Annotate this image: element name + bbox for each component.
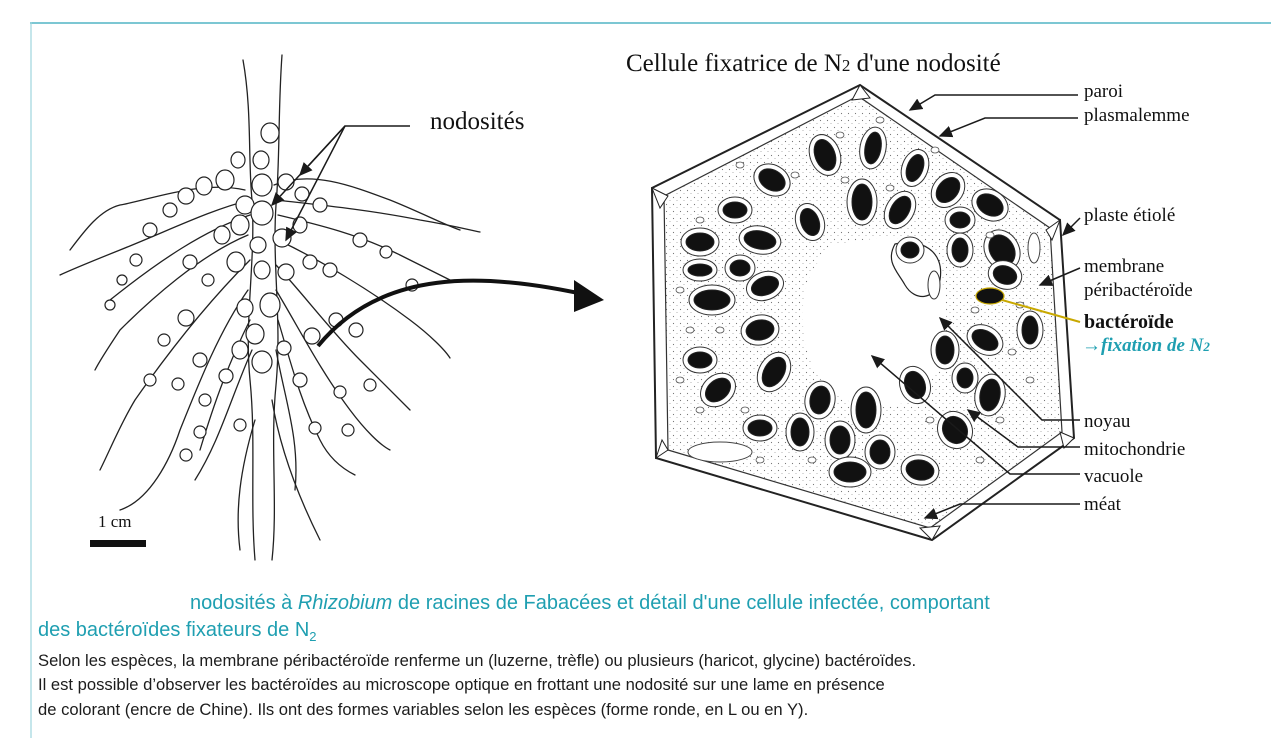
- label-scale: 1 cm: [98, 512, 132, 532]
- cell-title-part2: d'une nodosité: [850, 50, 1000, 77]
- mitochondrion-shape: [676, 377, 684, 383]
- mitochondrion-shape: [736, 162, 744, 168]
- bacteroid-shape: [896, 237, 924, 263]
- body-line-2: Il est possible d’observer les bactéroïd…: [38, 673, 1260, 697]
- mitochondrion-shape: [756, 457, 764, 463]
- label-mitochondrie: mitochondrie: [1084, 436, 1185, 464]
- mitochondrion-shape: [791, 172, 799, 178]
- bacteroid-shape: [683, 347, 717, 373]
- mitochondrion-shape: [931, 147, 939, 153]
- mitochondrion-shape: [696, 217, 704, 223]
- mitochondrion-shape: [836, 132, 844, 138]
- cell-title-part1: Cellule fixatrice de N: [626, 50, 842, 77]
- bacteroid-shape: [865, 435, 895, 469]
- bacteroid-shape: [851, 387, 881, 433]
- label-membrane-group: membrane péribactéroïde: [1084, 255, 1193, 303]
- label-bacteroide: bactéroïde: [1084, 311, 1174, 334]
- big-arrow-head: [574, 280, 604, 312]
- label-plasmalemme: plasmalemme: [1084, 104, 1190, 128]
- bacteroid-shape: [786, 413, 814, 451]
- fixation-text: fixation de N: [1101, 335, 1203, 356]
- caption-line2: des bactéroïdes fixateurs de N: [38, 619, 309, 641]
- caption-part1: nodosités à: [190, 592, 298, 614]
- caption-rhizobium: Rhizobium: [298, 592, 392, 614]
- mitochondrion-shape: [741, 407, 749, 413]
- mitochondrion-shape: [696, 407, 704, 413]
- bacteroid-shape: [825, 421, 855, 459]
- mitochondrion-shape: [976, 457, 984, 463]
- figure-body-text: Selon les espèces, la membrane péribacté…: [38, 649, 1260, 722]
- caption-part2: de racines de Fabacées et détail d'une c…: [392, 592, 990, 614]
- bacteroid-shape: [829, 457, 871, 487]
- bacteroid-shape: [847, 179, 877, 225]
- mitochondrion-shape: [841, 177, 849, 183]
- mitochondrion-shape: [676, 287, 684, 293]
- mitochondrion-shape: [996, 417, 1004, 423]
- mitochondrion-shape: [716, 327, 724, 333]
- cell-labels-bottom: noyau mitochondrie vacuole méat: [1084, 408, 1185, 518]
- bacteroid-shape: [683, 259, 717, 281]
- bacteroid-shape: [725, 255, 755, 281]
- label-fixation: →fixation de N2: [1082, 335, 1210, 357]
- mitochondrion-shape: [1008, 349, 1016, 355]
- mitochondrion-shape: [876, 117, 884, 123]
- cell-title: Cellule fixatrice de N2 d'une nodosité: [626, 50, 1001, 78]
- mitochondrion-shape: [686, 327, 694, 333]
- label-membrane-1: membrane: [1084, 255, 1193, 279]
- bacteroid-shape: [681, 228, 719, 256]
- cell-labels-top: paroi plasmalemme: [1084, 80, 1190, 128]
- label-nodosites: nodosités: [430, 108, 524, 136]
- fixation-sub: 2: [1203, 339, 1210, 354]
- label-meat: méat: [1084, 491, 1185, 519]
- figure-caption: nodosités à Rhizobium de racines de Faba…: [38, 590, 1260, 645]
- bacteroid-shape: [743, 415, 777, 441]
- diagram-canvas: [0, 0, 1271, 585]
- bacteroid-shape: [931, 331, 959, 369]
- bacteroid-shape: [947, 233, 973, 267]
- mitochondrion-shape: [886, 185, 894, 191]
- bacteroid-shape: [1017, 311, 1043, 349]
- mitochondrion-shape: [926, 417, 934, 423]
- label-noyau: noyau: [1084, 408, 1185, 436]
- mitochondrion-shape: [1026, 377, 1034, 383]
- mitochondrion-shape: [986, 232, 994, 238]
- label-vacuole: vacuole: [1084, 463, 1185, 491]
- bacteroid-shape: [952, 363, 978, 393]
- label-plaste: plaste étiolé: [1084, 205, 1175, 227]
- mitochondrion-shape: [971, 307, 979, 313]
- bacteroid-shape: [718, 197, 752, 223]
- mitochondrion-shape: [808, 457, 816, 463]
- bacteroid-shape: [945, 207, 975, 233]
- label-paroi: paroi: [1084, 80, 1190, 104]
- scale-bar: [90, 540, 146, 547]
- cell-drawing: [652, 85, 1074, 540]
- fixation-arrow-icon: →: [1082, 335, 1101, 356]
- label-membrane-2: péribactéroïde: [1084, 279, 1193, 303]
- body-line-1: Selon les espèces, la membrane péribacté…: [38, 649, 1260, 673]
- body-line-3: de colorant (encre de Chine). Ils ont de…: [38, 698, 1260, 722]
- bacteroid-shape: [689, 285, 735, 315]
- bacteroide-highlight: [976, 288, 1004, 304]
- caption-line2-sub: 2: [309, 629, 316, 644]
